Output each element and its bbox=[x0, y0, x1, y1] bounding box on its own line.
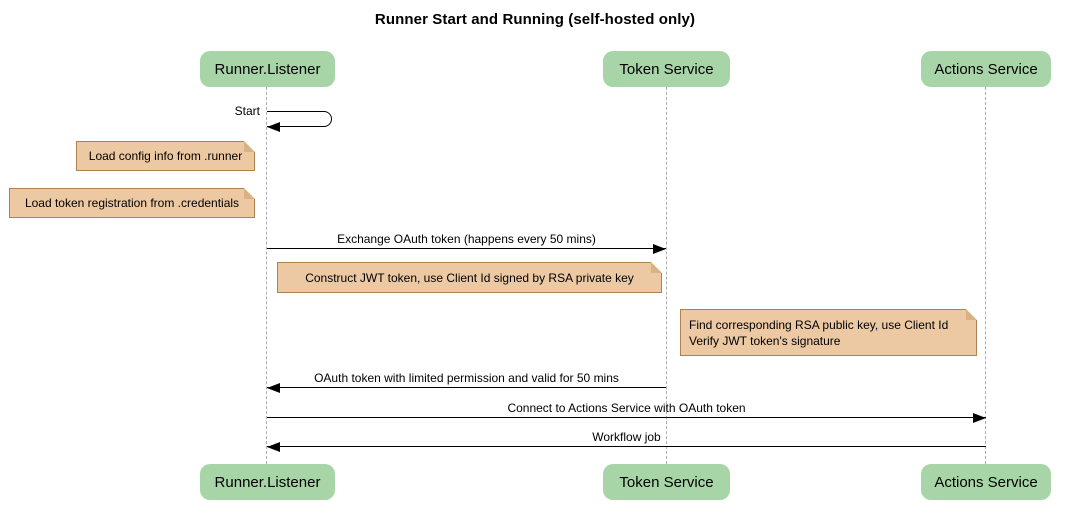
note-text: Load token registration from .credential… bbox=[24, 196, 240, 210]
message-workflow-line bbox=[267, 446, 986, 448]
participant-token-service-bottom: Token Service bbox=[603, 464, 730, 500]
arrowhead-right-icon bbox=[973, 413, 986, 423]
note-load-credentials: Load token registration from .credential… bbox=[9, 188, 255, 218]
arrowhead-right-icon bbox=[653, 244, 666, 254]
note-load-config: Load config info from .runner bbox=[76, 141, 255, 171]
message-workflow-label: Workflow job bbox=[592, 430, 661, 444]
note-text-line1: Find corresponding RSA public key, use C… bbox=[689, 317, 949, 332]
self-message-loop bbox=[267, 111, 332, 127]
message-start-label: Start bbox=[234, 104, 260, 118]
arrowhead-left-icon bbox=[267, 383, 280, 393]
participant-token-service-top: Token Service bbox=[603, 51, 730, 87]
message-connect-label: Connect to Actions Service with OAuth to… bbox=[507, 401, 746, 415]
message-oauth-return-line bbox=[267, 387, 666, 389]
note-text-line2: Verify JWT token's signature bbox=[689, 333, 841, 348]
note-verify-jwt: Find corresponding RSA public key, use C… bbox=[680, 309, 977, 356]
message-oauth-return-label: OAuth token with limited permission and … bbox=[314, 371, 619, 385]
message-connect-line bbox=[267, 417, 986, 419]
participant-runner-listener-top: Runner.Listener bbox=[200, 51, 335, 87]
lifeline-actions-service bbox=[985, 87, 986, 464]
message-exchange-label: Exchange OAuth token (happens every 50 m… bbox=[337, 232, 596, 246]
note-construct-jwt: Construct JWT token, use Client Id signe… bbox=[277, 262, 662, 293]
note-text: Construct JWT token, use Client Id signe… bbox=[305, 270, 634, 285]
diagram-title: Runner Start and Running (self-hosted on… bbox=[374, 11, 696, 28]
participant-actions-service-bottom: Actions Service bbox=[921, 464, 1051, 500]
participant-runner-listener-bottom: Runner.Listener bbox=[200, 464, 335, 500]
participant-actions-service-top: Actions Service bbox=[921, 51, 1051, 87]
message-exchange-line bbox=[267, 248, 666, 250]
arrowhead-left-icon bbox=[267, 442, 280, 452]
lifeline-token-service bbox=[666, 87, 667, 464]
lifeline-runner-listener bbox=[266, 87, 267, 464]
arrowhead-left-icon bbox=[267, 122, 280, 132]
note-text: Load config info from .runner bbox=[88, 149, 243, 163]
